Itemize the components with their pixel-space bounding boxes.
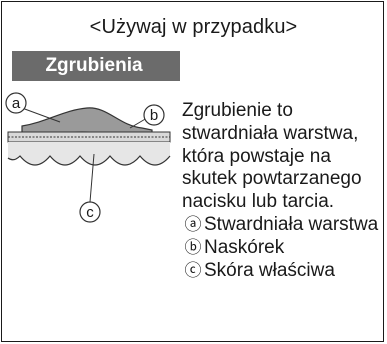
label-a: a: [12, 95, 21, 112]
legend-mark-b: ⓑ: [182, 237, 204, 260]
callus-diagram: a b c: [2, 88, 177, 238]
legend-label-a: Stwardniała warstwa: [204, 214, 382, 237]
legend-item: ⓒ Skóra właściwa: [182, 260, 382, 283]
legend-label-b: Naskórek: [204, 237, 382, 260]
legend-list: ⓐ Stwardniała warstwa ⓑ Naskórek ⓒ Skóra…: [182, 214, 382, 282]
topic-tag: Zgrubienia: [12, 51, 180, 81]
label-c: c: [86, 204, 94, 221]
legend-label-c: Skóra właściwa: [204, 260, 382, 283]
description-text: Zgrubienie to stwardniała warstwa, która…: [182, 100, 382, 214]
section-header: <Używaj w przypadku>: [2, 16, 385, 39]
legend-mark-c: ⓒ: [182, 260, 204, 283]
label-b: b: [150, 107, 158, 124]
legend-mark-a: ⓐ: [182, 214, 204, 237]
hardened-layer-shape: [22, 108, 152, 134]
legend-item: ⓑ Naskórek: [182, 237, 382, 260]
legend-item: ⓐ Stwardniała warstwa: [182, 214, 382, 237]
description-block: Zgrubienie to stwardniała warstwa, która…: [182, 100, 382, 282]
